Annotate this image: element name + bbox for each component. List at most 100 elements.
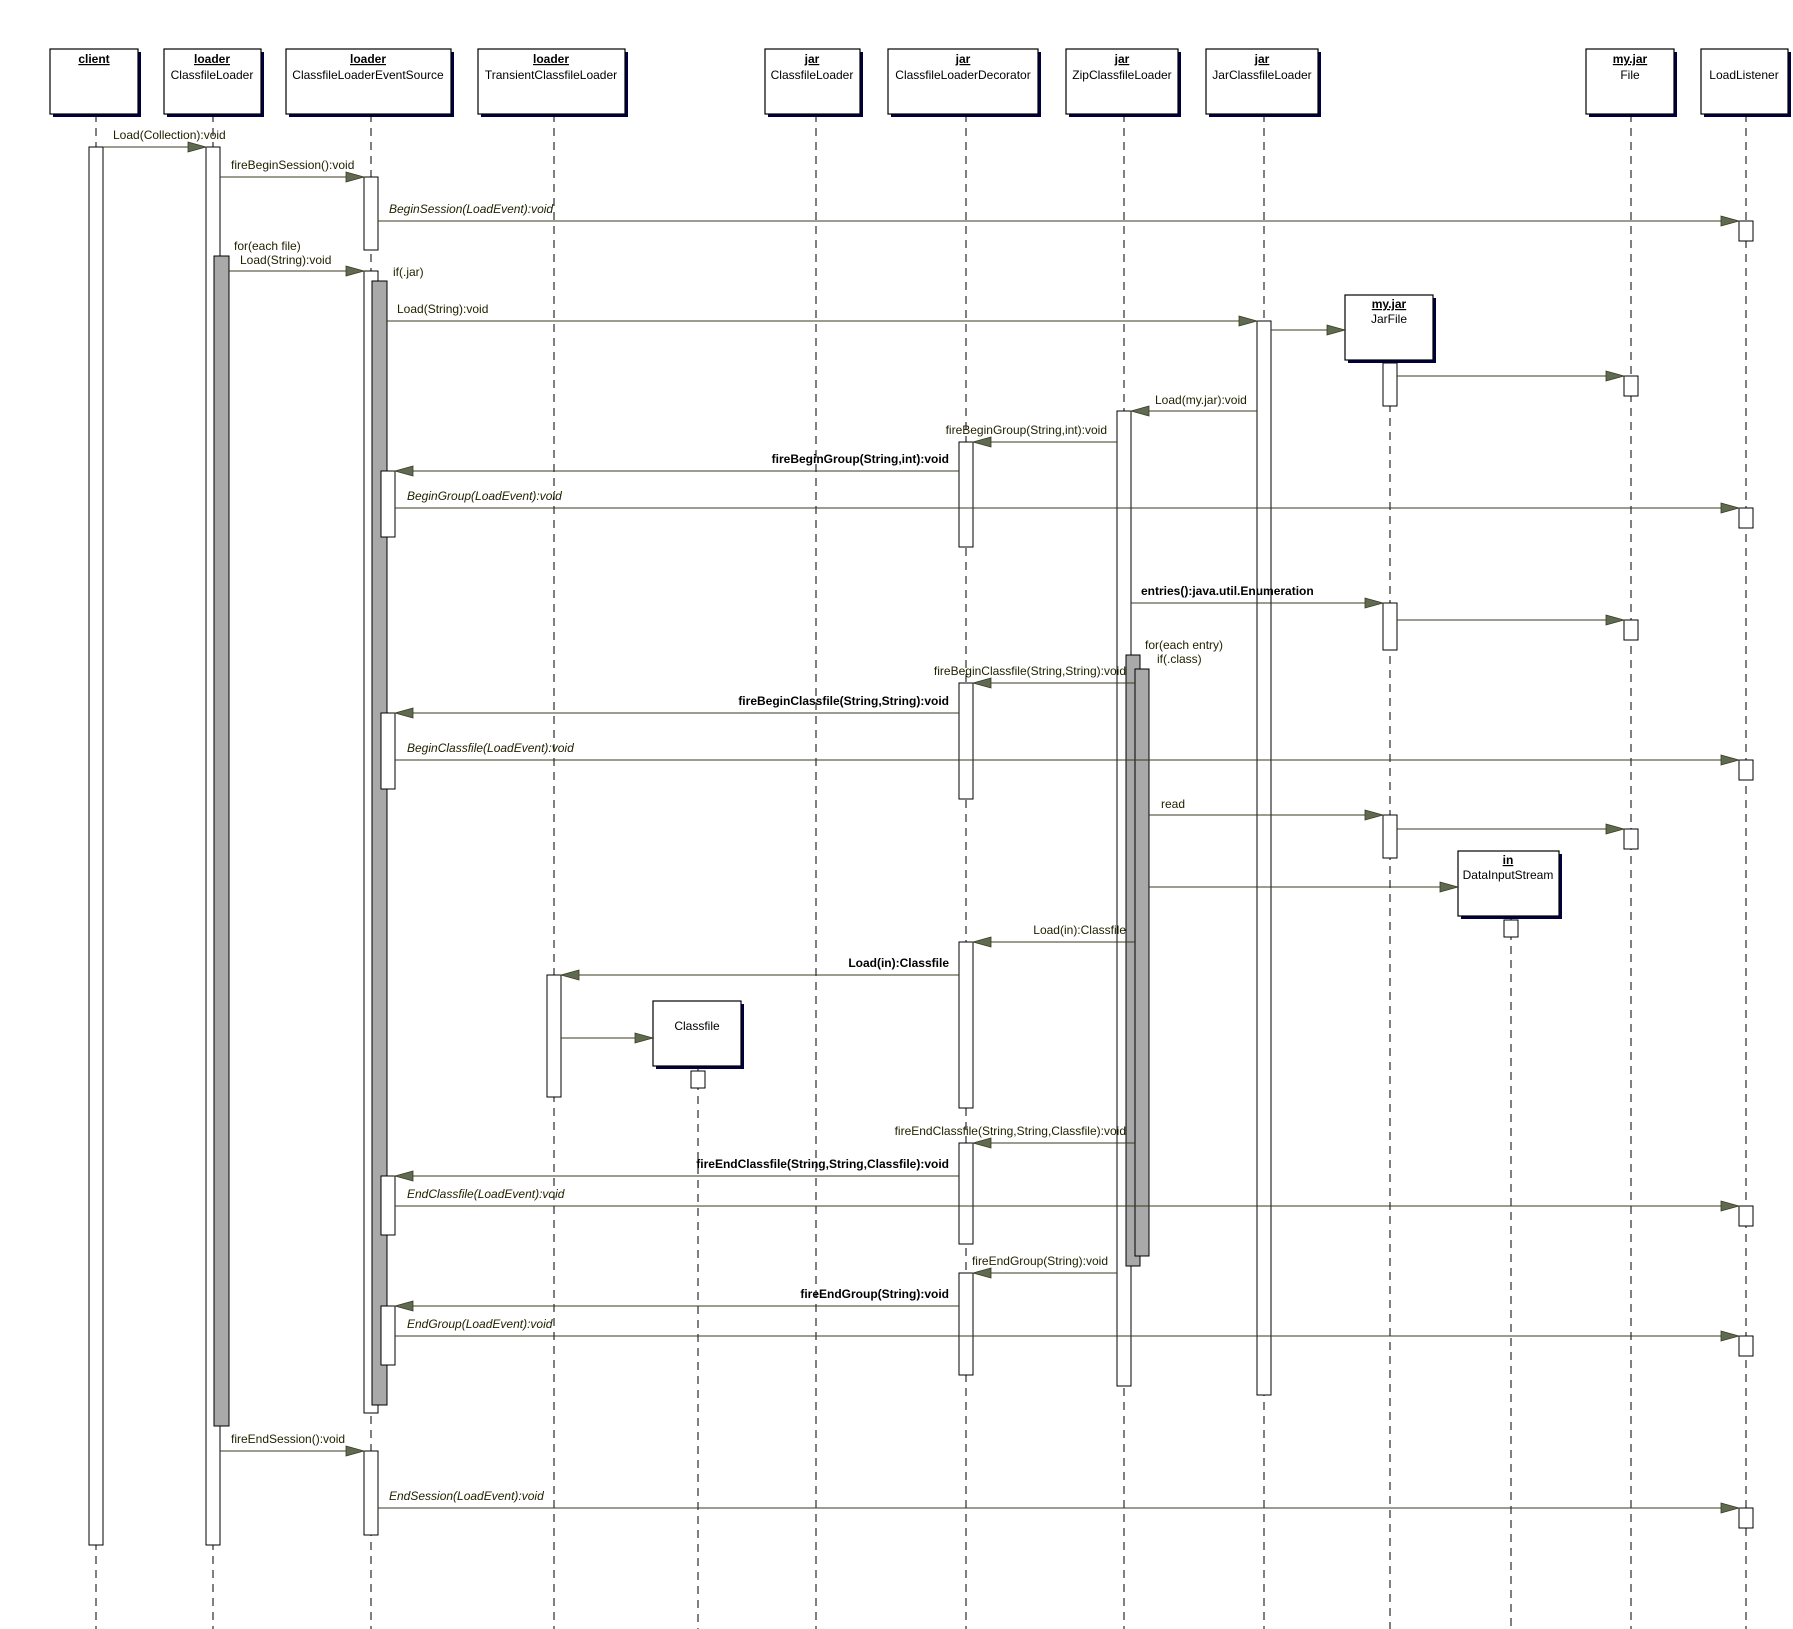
message-label: read	[1161, 797, 1185, 811]
message-arrow	[395, 1330, 1741, 1342]
message-label: fireBeginGroup(String,int):void	[946, 423, 1107, 437]
object-client-name: client	[78, 52, 109, 66]
message-labels: Load(Collection):void fireBeginSession()…	[113, 128, 1314, 1503]
object-jarfile-type: JarFile	[1371, 312, 1407, 326]
activation	[380, 1175, 396, 1236]
object-classfile: Classfile	[652, 1000, 744, 1069]
guard-label: for(each file)	[234, 239, 301, 253]
message-label: Load(my.jar):void	[1155, 393, 1247, 407]
message-label: BeginClassfile(LoadEvent):void	[407, 741, 574, 755]
object-decorator: jar ClassfileLoaderDecorator	[887, 48, 1041, 117]
object-decorator-name: jar	[955, 52, 971, 66]
message-arrow	[971, 1267, 1117, 1279]
message-arrow	[378, 215, 1741, 227]
messages	[103, 141, 1741, 1514]
object-data-input-stream: in DataInputStream	[1457, 850, 1562, 919]
activation-nested	[371, 280, 388, 1406]
activation	[380, 470, 396, 538]
object-classfile-loader-type: ClassfileLoader	[171, 68, 254, 82]
message-arrow	[395, 754, 1741, 766]
message-arrow	[395, 502, 1741, 514]
message-label: EndClassfile(LoadEvent):void	[407, 1187, 565, 1201]
activation	[546, 974, 562, 1098]
object-event-source: loader ClassfileLoaderEventSource	[285, 48, 454, 117]
object-jar-loader-type: JarClassfileLoader	[1212, 68, 1311, 82]
message-label: BeginSession(LoadEvent):void	[389, 202, 553, 216]
message-arrow	[387, 315, 1259, 327]
message-arrow	[393, 1300, 959, 1312]
activation	[958, 941, 974, 1109]
object-transient-loader: loader TransientClassfileLoader	[477, 48, 628, 117]
message-arrow	[1131, 597, 1385, 609]
message-label: EndSession(LoadEvent):void	[389, 1489, 544, 1503]
object-data-input-stream-name: in	[1503, 853, 1514, 867]
activation	[1382, 362, 1398, 407]
object-event-source-type: ClassfileLoaderEventSource	[292, 68, 444, 82]
message-label: fireEndGroup(String):void	[800, 1287, 949, 1301]
message-label: Load(String):void	[240, 253, 331, 267]
message-arrow	[393, 707, 959, 719]
object-jar-loader-name: jar	[1254, 52, 1270, 66]
object-transient-loader-type: TransientClassfileLoader	[485, 68, 617, 82]
object-file-name: my.jar	[1613, 52, 1648, 66]
activation	[380, 1305, 396, 1366]
activation	[1738, 1335, 1754, 1357]
object-data-input-stream-type: DataInputStream	[1463, 868, 1554, 882]
activation	[958, 1272, 974, 1376]
activation-nested	[213, 255, 230, 1427]
message-arrow	[220, 1445, 366, 1457]
message-label: Load(in):Classfile	[848, 956, 949, 970]
message-label: Load(in):Classfile	[1033, 923, 1126, 937]
message-label: fireEndGroup(String):void	[972, 1254, 1108, 1268]
activations	[88, 146, 1754, 1546]
message-arrow	[1271, 324, 1347, 336]
activation	[1738, 220, 1754, 242]
activation	[958, 1142, 974, 1245]
activation	[1623, 375, 1639, 397]
object-transient-loader-name: loader	[533, 52, 569, 66]
activation	[1623, 619, 1639, 641]
activation	[690, 1070, 706, 1089]
message-label: EndGroup(LoadEvent):void	[407, 1317, 553, 1331]
message-arrow	[393, 1170, 959, 1182]
message-arrow	[971, 1137, 1135, 1149]
message-label: fireBeginSession():void	[231, 158, 354, 172]
activation	[1382, 602, 1398, 651]
activation	[1503, 919, 1519, 938]
message-label: Load(Collection):void	[113, 128, 226, 142]
object-classfile-type: Classfile	[674, 1019, 720, 1033]
message-label: fireBeginClassfile(String,String):void	[934, 664, 1126, 678]
guard-label: if(.class)	[1157, 652, 1202, 666]
object-load-listener-type: LoadListener	[1709, 68, 1778, 82]
message-arrow	[1397, 614, 1626, 626]
message-arrow	[971, 936, 1135, 948]
object-jarfile: my.jar JarFile	[1344, 294, 1436, 363]
object-zip-loader: jar ZipClassfileLoader	[1065, 48, 1181, 117]
activation	[1256, 320, 1272, 1396]
message-arrow	[220, 171, 366, 183]
guard-label: for(each entry)	[1145, 638, 1223, 652]
message-arrow	[1129, 405, 1257, 417]
message-label: fireBeginGroup(String,int):void	[772, 452, 949, 466]
activation	[1623, 828, 1639, 850]
activation	[1738, 1507, 1754, 1529]
message-arrow	[559, 969, 959, 981]
object-jar-classfile-loader-type: ClassfileLoader	[771, 68, 854, 82]
message-arrow	[393, 465, 959, 477]
guard-label: if(.jar)	[393, 265, 424, 279]
object-event-source-name: loader	[350, 52, 386, 66]
message-label: Load(String):void	[397, 302, 488, 316]
object-decorator-type: ClassfileLoaderDecorator	[895, 68, 1030, 82]
message-arrow	[971, 677, 1135, 689]
message-arrow	[378, 1502, 1741, 1514]
message-arrow	[561, 1032, 655, 1044]
message-arrow	[1397, 823, 1626, 835]
activation	[363, 1450, 379, 1536]
message-label: fireEndClassfile(String,String,Classfile…	[895, 1124, 1126, 1138]
message-label: fireBeginClassfile(String,String):void	[738, 694, 949, 708]
activation	[1382, 814, 1398, 859]
message-arrow	[229, 265, 366, 277]
object-classfile-loader-name: loader	[194, 52, 230, 66]
object-zip-loader-name: jar	[1114, 52, 1130, 66]
